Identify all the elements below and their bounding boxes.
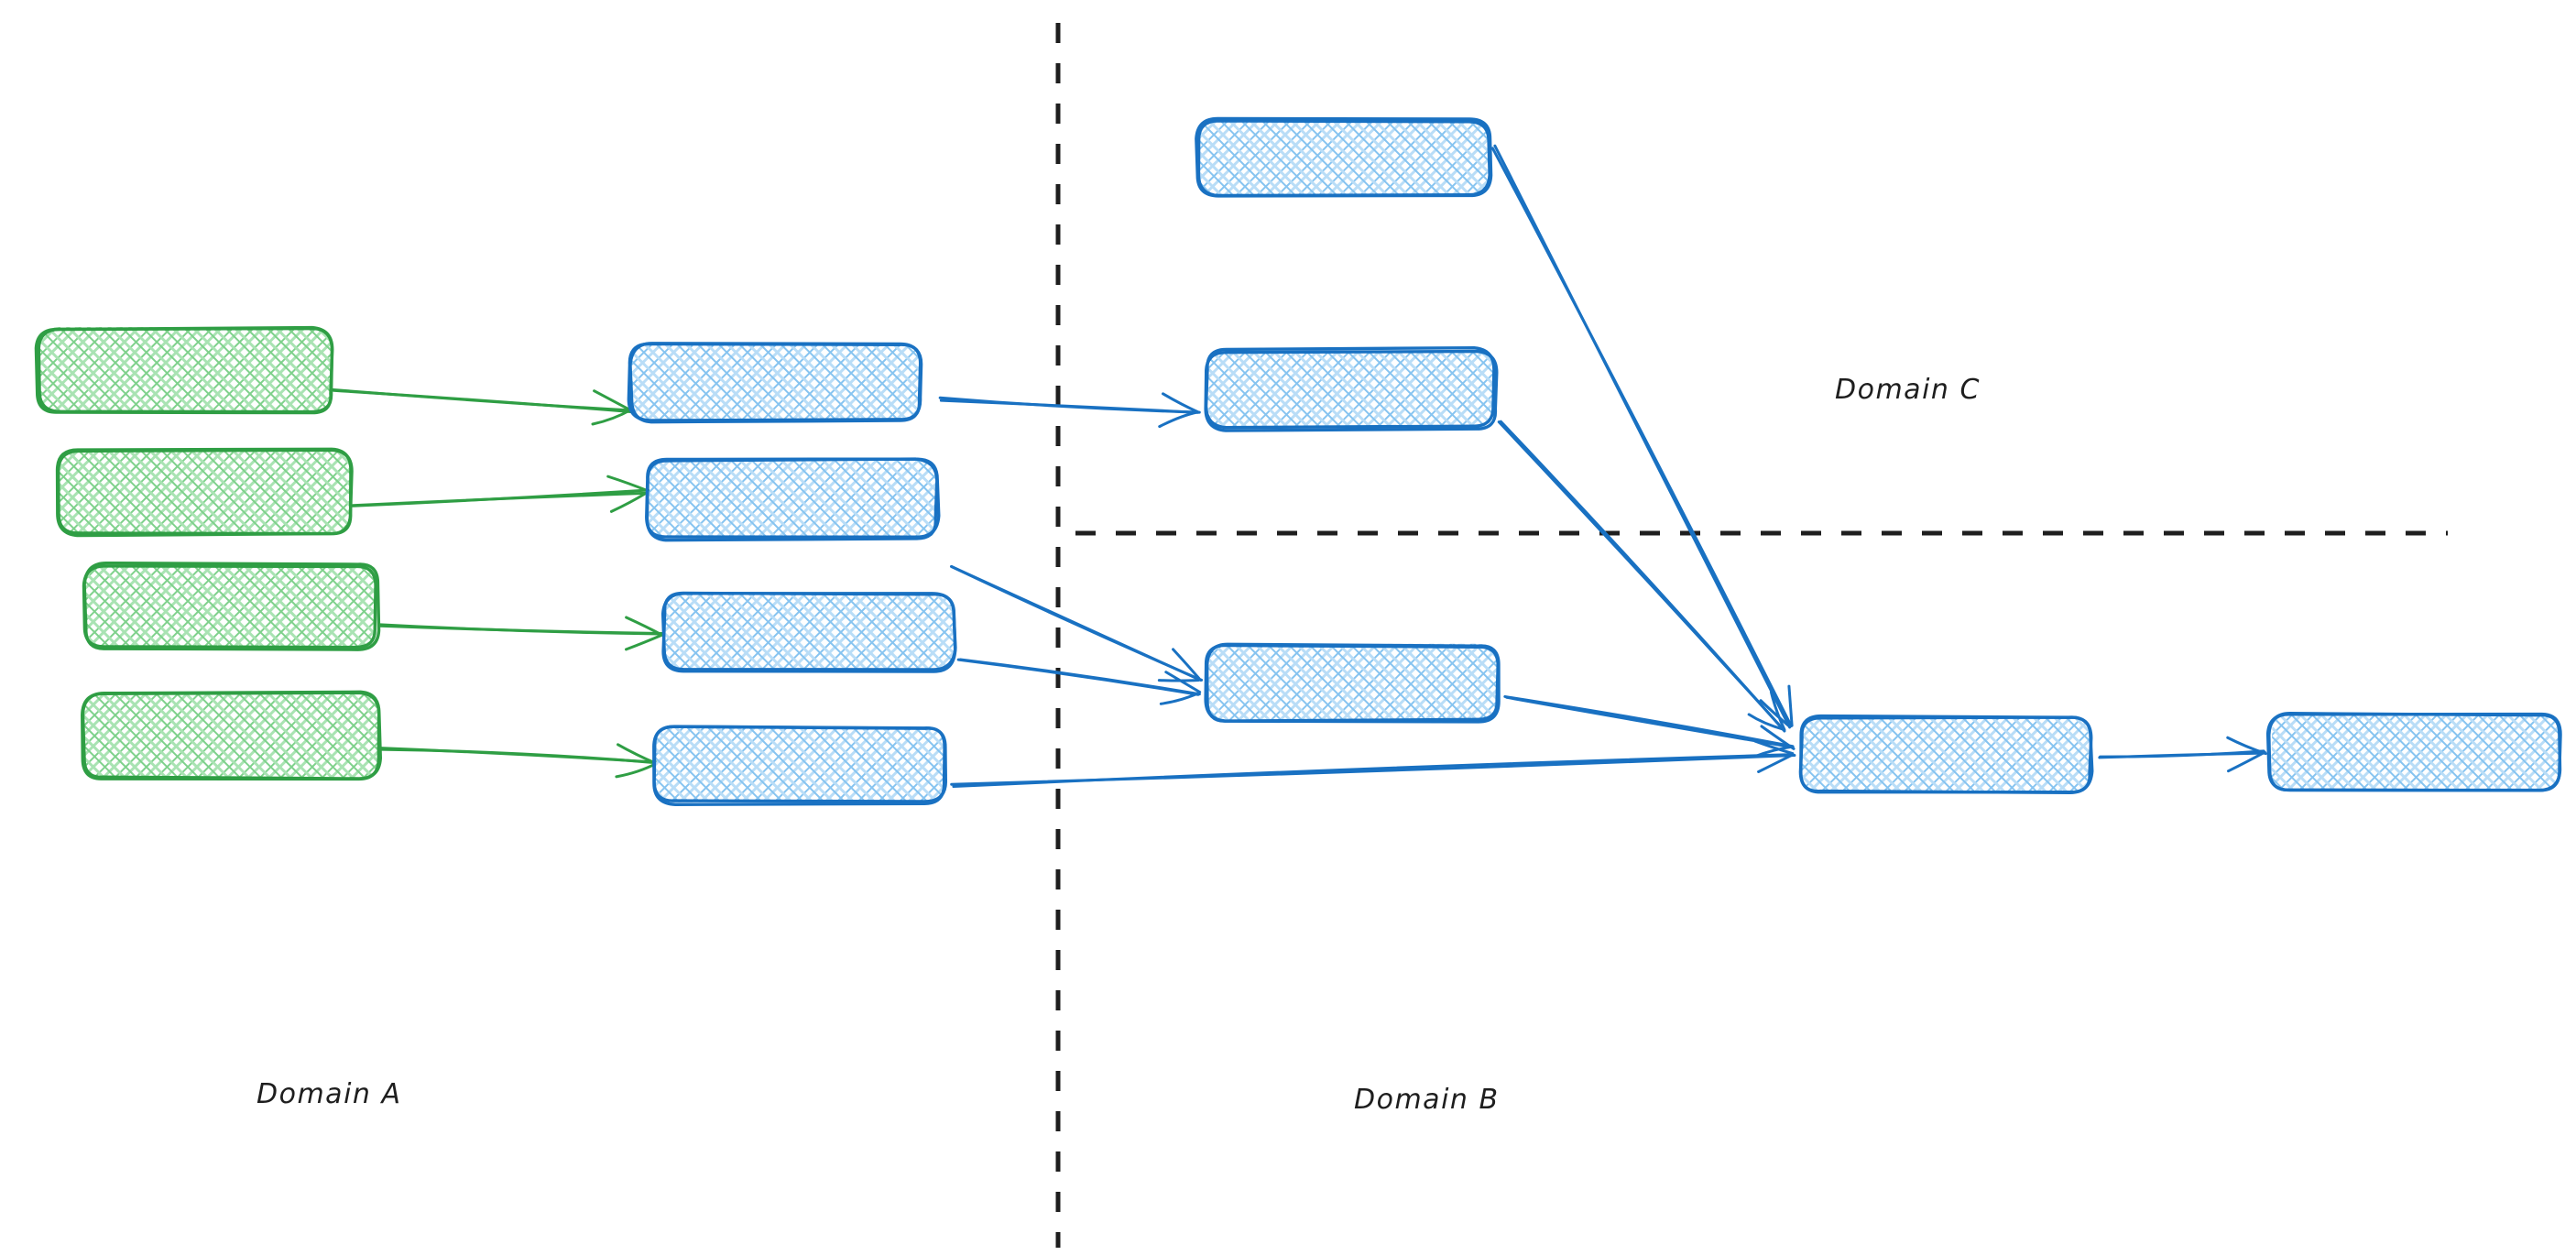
a-node-2-outline	[56, 448, 354, 536]
a-node-4-fill-b	[83, 693, 378, 778]
b-node-1-outline	[628, 342, 922, 424]
b-node-2-fill-b	[647, 460, 938, 538]
edge-a3-b3	[378, 616, 664, 651]
edge-a2-b2-arrowhead	[606, 475, 649, 493]
c-node-mid-outline	[1204, 345, 1496, 430]
e-node-final-outline	[2265, 712, 2562, 792]
edge-b1-cmid-stroke	[939, 398, 1199, 414]
edge-b2-clow-stroke	[949, 564, 1204, 682]
edge-hub-final-stroke	[2099, 749, 2265, 758]
a-node-2-fill-b	[58, 449, 352, 535]
edge-ctop-hub-arrowhead	[1787, 684, 1794, 727]
c-node-mid[interactable]	[1204, 345, 1499, 432]
edge-b1-cmid	[938, 392, 1201, 429]
b-node-1[interactable]	[627, 342, 923, 424]
edge-b2-clow-arrowhead	[1172, 648, 1201, 680]
edge-hub-final	[2098, 736, 2267, 773]
edge-b4-hub-stroke	[950, 754, 1796, 786]
edge-a2-b2	[351, 475, 650, 513]
e-node-final-fill-b	[2271, 713, 2561, 791]
edge-a1-b1-arrowhead	[591, 408, 634, 426]
edge-a4-b4	[377, 743, 659, 779]
edge-b4-hub	[950, 739, 1796, 789]
a-node-3-fill-b	[83, 565, 377, 649]
edge-b3-clow-stroke	[958, 658, 1201, 696]
c-node-top-outline	[1195, 116, 1493, 198]
d-node-hub-outline	[1798, 715, 2093, 794]
edge-ctop-hub	[1490, 144, 1794, 729]
a-node-1[interactable]	[34, 325, 334, 415]
d-node-hub-fill-b	[1799, 716, 2090, 793]
b-node-2[interactable]	[645, 457, 941, 542]
b-node-3-fill-b	[663, 594, 955, 671]
b-node-1-fill-b	[629, 344, 922, 421]
c-node-top-fill-b	[1198, 119, 1490, 196]
c-node-low[interactable]	[1204, 642, 1501, 724]
edge-b1-cmid-arrowhead	[1158, 410, 1199, 429]
domain-b-label: Domain B	[1354, 1084, 1500, 1116]
a-node-1-outline	[34, 325, 334, 415]
edge-b3-clow-arrowhead	[1164, 671, 1202, 694]
b-node-2-outline	[645, 457, 941, 539]
node-layer	[34, 116, 2562, 806]
a-node-2[interactable]	[55, 447, 354, 538]
edge-b3-clow	[956, 658, 1202, 705]
edge-ctop-hub-arrowhead	[1759, 699, 1791, 728]
edge-cmid-hub-stroke	[1497, 420, 1785, 731]
edge-ctop-hub-stroke	[1493, 144, 1792, 729]
edge-a1-b1-arrowhead	[593, 389, 633, 412]
edge-clow-hub-arrowhead	[1760, 725, 1796, 750]
c-node-top[interactable]	[1195, 116, 1493, 198]
b-node-3[interactable]	[660, 591, 957, 673]
a-node-1-fill-b	[38, 327, 332, 412]
edge-a2-b2-stroke	[351, 491, 647, 507]
edge-b1-cmid-arrowhead	[1162, 392, 1200, 414]
c-node-low-outline	[1205, 642, 1501, 724]
edge-a3-b3-arrowhead	[624, 633, 663, 651]
edge-cmid-hub	[1497, 420, 1786, 733]
a-node-4[interactable]	[81, 690, 383, 781]
b-node-3-outline	[661, 591, 957, 673]
a-node-3[interactable]	[82, 561, 381, 651]
domain-a-label: Domain A	[257, 1078, 402, 1110]
a-node-4-outline	[81, 690, 383, 780]
edge-b3-clow-arrowhead	[1159, 691, 1201, 705]
edge-b4-hub-arrowhead	[1757, 753, 1794, 773]
a-node-3-outline	[82, 564, 377, 649]
b-node-4[interactable]	[652, 725, 948, 806]
edge-a1-b1	[330, 387, 634, 426]
edge-clow-hub-stroke	[1505, 695, 1795, 749]
b-node-4-fill-b	[654, 726, 948, 802]
edge-a2-b2-arrowhead	[609, 491, 648, 513]
edge-clow-hub	[1503, 694, 1796, 758]
d-node-hub[interactable]	[1798, 714, 2094, 794]
c-node-low-fill-b	[1206, 643, 1498, 721]
c-node-mid-fill-b	[1204, 351, 1495, 429]
edge-cmid-hub-arrowhead	[1769, 691, 1786, 731]
edge-a3-b3-stroke	[378, 623, 662, 636]
edge-a4-b4-arrowhead	[615, 761, 659, 779]
divider-layer	[1055, 23, 2448, 1248]
e-node-final[interactable]	[2265, 712, 2562, 792]
edge-layer	[330, 144, 2267, 789]
edge-hub-final-arrowhead	[2226, 736, 2267, 756]
edge-a3-b3-arrowhead	[625, 616, 663, 637]
b-node-4-outline	[652, 725, 946, 806]
edge-cmid-hub-arrowhead	[1747, 713, 1785, 731]
edge-a1-b1-stroke	[332, 388, 634, 414]
domain-c-label: Domain C	[1835, 374, 1981, 406]
edge-a4-b4-stroke	[377, 746, 659, 764]
